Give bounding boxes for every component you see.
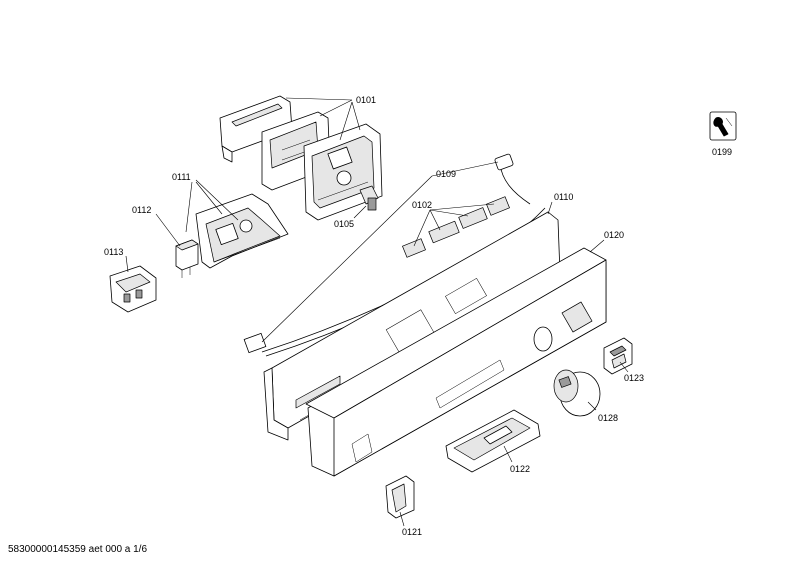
label-0122: 0122: [510, 464, 530, 474]
label-0102: 0102: [412, 200, 432, 210]
part-0199-tool-icon: [709, 111, 737, 141]
label-0105: 0105: [334, 219, 354, 229]
label-0199: 0199: [712, 147, 732, 157]
leader-lines: [125, 97, 629, 527]
part-0102-connectors: [402, 196, 510, 258]
part-0121-latch: [385, 475, 415, 519]
label-0109: 0109: [436, 169, 456, 179]
label-0110: 0110: [554, 192, 573, 202]
part-0120-front-panel: [305, 247, 607, 477]
part-labels: 0101 0111 0112 0113 0105 0109 0102 0110 …: [104, 95, 732, 537]
label-0121: 0121: [402, 527, 422, 537]
part-0122-handle: [445, 409, 541, 473]
part-0113-connector: [109, 265, 157, 313]
part-0101-bracket: [219, 95, 293, 163]
label-0111: 0111: [172, 172, 191, 182]
part-0112-component: [175, 239, 199, 278]
label-0112: 0112: [132, 205, 151, 215]
document-reference-footer: 58300000145359 aet 000 a 1/6: [8, 544, 148, 555]
label-0123: 0123: [624, 373, 644, 383]
part-0123-switch: [603, 337, 633, 375]
part-0128-knob: [553, 369, 601, 417]
label-0120: 0120: [604, 230, 624, 240]
label-0101: 0101: [356, 95, 376, 105]
part-0111-holder: [195, 193, 289, 269]
label-0128: 0128: [598, 413, 618, 423]
label-0113: 0113: [104, 247, 123, 257]
part-0105-connector: [359, 185, 379, 211]
